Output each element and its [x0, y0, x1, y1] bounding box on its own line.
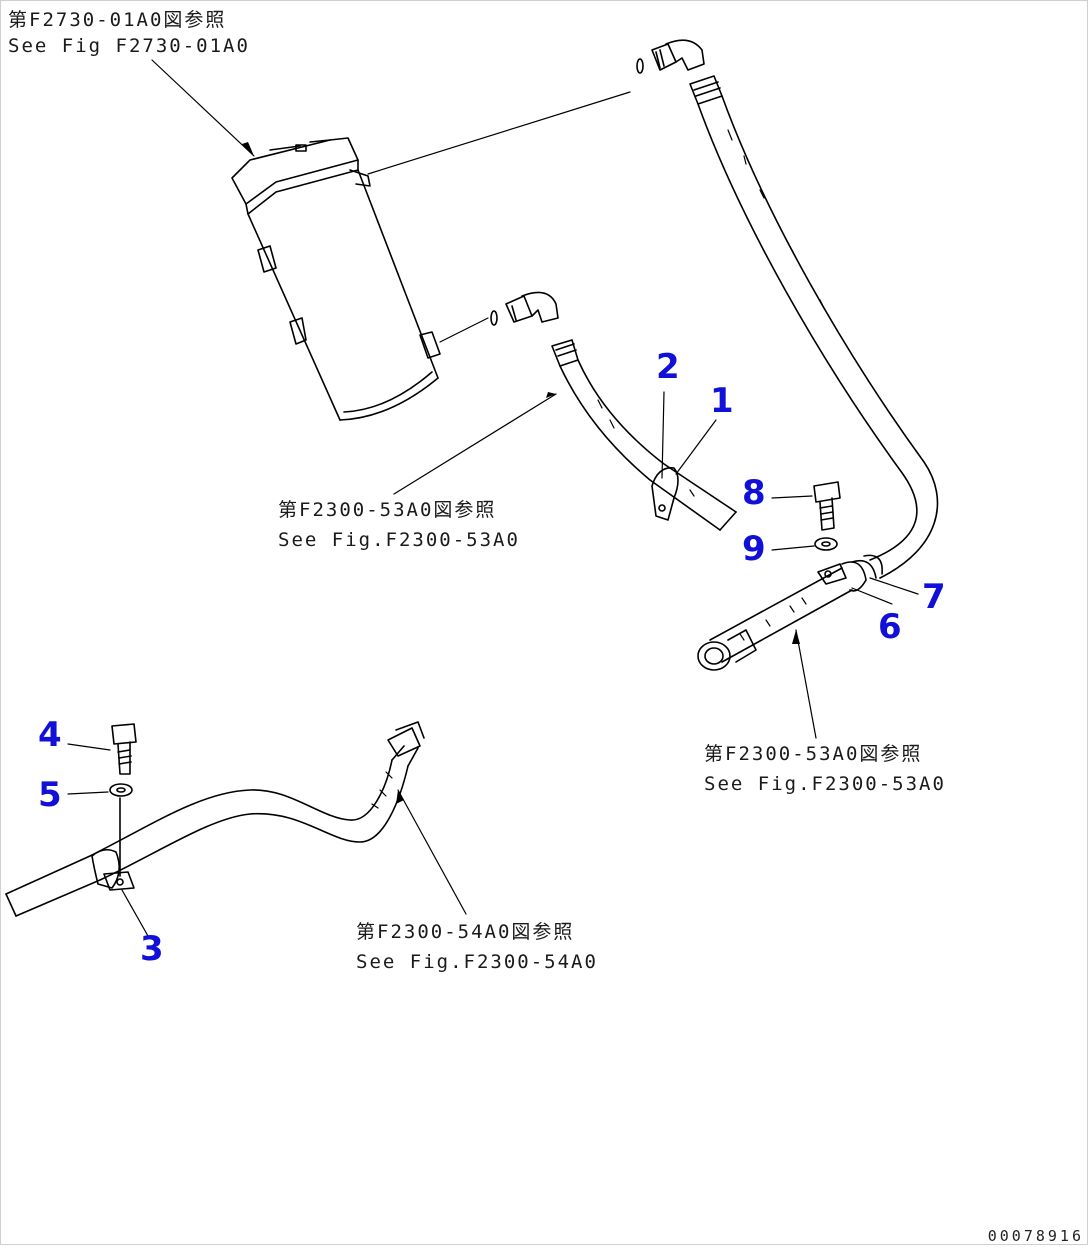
ref-hose-c-en: See Fig.F2300-54A0 [356, 951, 598, 973]
ref-hose-b-jp: 第F2300-53A0図参照 [704, 743, 923, 765]
hose-segment-lower-right [697, 554, 883, 671]
ref-hose-c-jp: 第F2300-54A0図参照 [356, 921, 575, 943]
bolt-8-washer-9 [813, 481, 841, 551]
lower-elbow-fitting [490, 291, 559, 326]
callout-3: 3 [140, 929, 164, 969]
callout-9: 9 [742, 529, 766, 569]
callout-2: 2 [656, 347, 680, 387]
ref-hose-a-en: See Fig.F2300-53A0 [278, 529, 520, 551]
ref-hose-b-en: See Fig.F2300-53A0 [704, 773, 946, 795]
callout-7: 7 [922, 577, 946, 617]
callout-8: 8 [742, 473, 766, 513]
document-id: 00078916 [987, 1227, 1084, 1245]
callout-5: 5 [38, 775, 62, 815]
filter-assembly [231, 137, 441, 421]
long-hose [689, 75, 939, 579]
callout-1: 1 [710, 381, 734, 421]
callout-6: 6 [878, 607, 902, 647]
ref-hose-a-jp: 第F2300-53A0図参照 [278, 499, 497, 521]
upper-elbow-fitting [636, 39, 705, 74]
callout-4: 4 [38, 715, 62, 755]
leader-lines [67, 59, 919, 937]
short-curved-hose [551, 339, 737, 531]
lower-left-hose [5, 721, 425, 917]
bolt-4-washer-5 [109, 723, 137, 877]
ref-filter-en: See Fig F2730-01A0 [8, 35, 250, 57]
ref-filter-jp: 第F2730-01A0図参照 [8, 9, 227, 31]
